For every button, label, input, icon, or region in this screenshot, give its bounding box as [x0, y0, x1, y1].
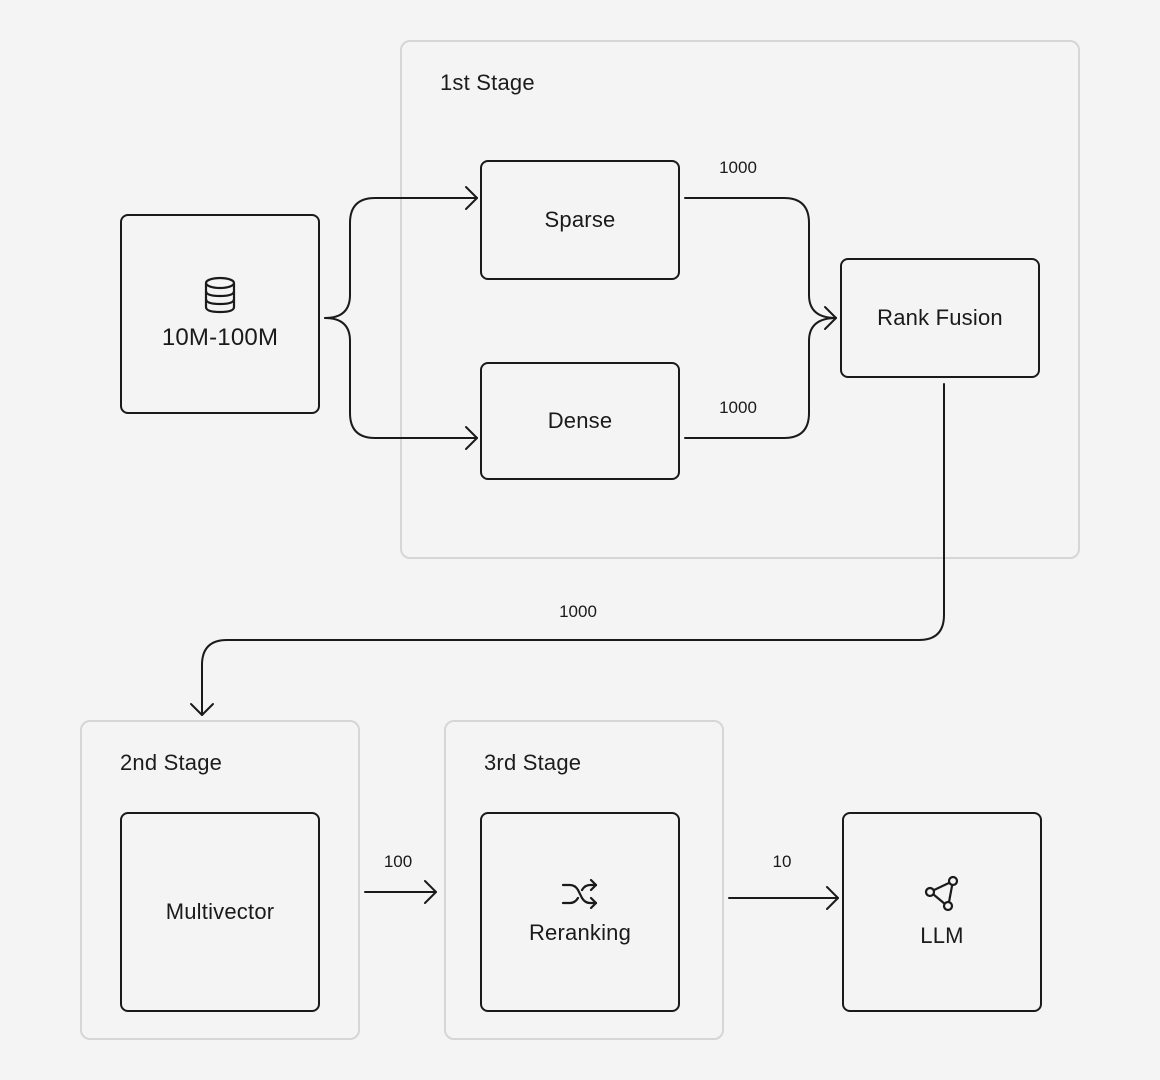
reranking-arrowhead — [424, 880, 437, 904]
multivector-node[interactable]: Multivector — [120, 812, 320, 1012]
second-stage-label: 2nd Stage — [120, 750, 223, 775]
multivector-arrowhead — [190, 703, 214, 716]
dense-node-label: Dense — [547, 408, 613, 433]
rank-fusion-node-label: Rank Fusion — [877, 305, 1003, 330]
source-node-label: 10M-100M — [161, 324, 279, 351]
llm-node[interactable]: LLM — [842, 812, 1042, 1012]
source-node[interactable]: 10M-100M — [120, 214, 320, 414]
reranking-node-label: Reranking — [528, 920, 632, 945]
third-stage-group: 3rd Stage — [444, 720, 724, 1040]
third-stage-label: 3rd Stage — [484, 750, 582, 775]
reranking-node[interactable]: Reranking — [480, 812, 680, 1012]
shuffle-icon — [561, 878, 598, 910]
network-icon — [924, 875, 959, 912]
dense-node[interactable]: Dense — [480, 362, 680, 480]
first-stage-label: 1st Stage — [440, 70, 535, 95]
reranking-count-label: 10 — [772, 852, 792, 871]
dense-count-label: 1000 — [719, 398, 757, 417]
multivector-node-label: Multivector — [165, 899, 275, 924]
llm-node-label: LLM — [920, 923, 964, 948]
second-stage-group: 2nd Stage — [80, 720, 360, 1040]
llm-arrowhead — [826, 886, 839, 910]
rank-fusion-node[interactable]: Rank Fusion — [840, 258, 1040, 378]
sparse-count-label: 1000 — [719, 158, 757, 177]
database-icon — [204, 276, 236, 314]
multivector-count-label: 100 — [383, 852, 413, 871]
sparse-node-label: Sparse — [544, 207, 616, 232]
sparse-node[interactable]: Sparse — [480, 160, 680, 280]
fusion-count-label: 1000 — [559, 602, 597, 621]
